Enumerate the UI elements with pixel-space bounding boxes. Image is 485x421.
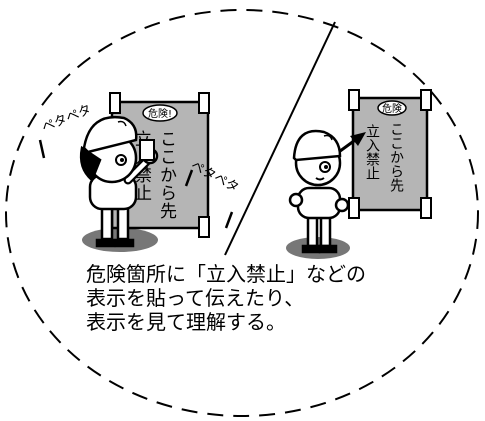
left-character — [79, 115, 159, 248]
right-sign-col1: 立入禁止 — [364, 124, 380, 180]
caption-line-3: 表示を見て理解する。 — [86, 310, 286, 334]
right-sign-col2: ここから先 — [388, 122, 404, 193]
right-character — [288, 129, 350, 254]
left-scene: 危険! 立入禁止 ここから先 — [38, 92, 241, 252]
right-sign: 危険 立入禁止 ここから先 — [348, 89, 432, 219]
right-sign-badge: 危険 — [382, 103, 402, 115]
left-sfx-marks — [38, 139, 234, 229]
left-sfx-text: ペタペタ — [40, 102, 94, 135]
dashed-oval-border — [5, 9, 479, 417]
left-sign-badge: 危険! — [148, 108, 172, 120]
left-sign-col2: ここから先 — [156, 130, 177, 220]
caption-line-2: 表示を貼って伝えたり、 — [86, 286, 305, 310]
right-scene: 危険 立入禁止 ここから先 — [286, 89, 432, 259]
divider-line — [224, 21, 336, 256]
caption: 危険箇所に「立入禁止」などの 表示を貼って伝えたり、 表示を見て理解する。 — [86, 262, 366, 334]
caption-line-1: 危険箇所に「立入禁止」などの — [86, 262, 366, 286]
